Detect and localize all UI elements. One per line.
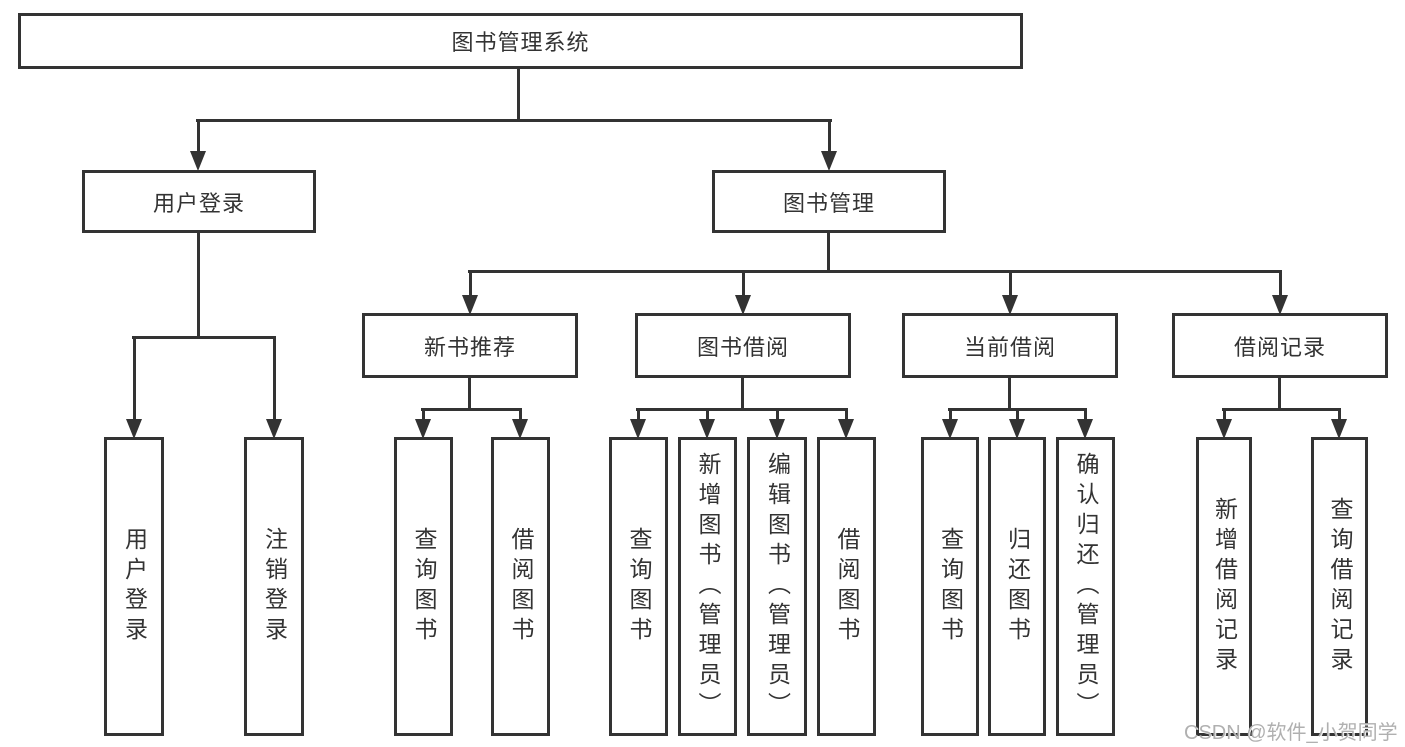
leaf-edit-books-admin-label: 编辑图书（管理员）: [764, 451, 791, 722]
node-user-login-label: 用户登录: [152, 190, 245, 216]
connector-arrow-book-management: [821, 119, 837, 171]
connector-arrow-query-borrow-record: [1331, 408, 1347, 439]
node-root-label: 图书管理系统: [451, 30, 590, 55]
node-current-borrowing: 当前借阅: [902, 313, 1118, 378]
connector-bus-user-login: [132, 336, 276, 339]
connector-arrow-query-books-current: [942, 408, 958, 439]
leaf-query-books-current-label: 查询图书: [937, 526, 964, 647]
connector-arrow-leaf-logout: [266, 336, 282, 439]
connector-bus-new-book-recommendation: [421, 408, 522, 411]
leaf-user-login: 用户登录: [104, 437, 164, 736]
leaf-query-books-borrowing: 查询图书: [609, 437, 668, 736]
connector-arrow-leaf-user-login: [126, 336, 142, 439]
leaf-query-books-current: 查询图书: [921, 437, 979, 736]
node-book-management-label: 图书管理: [782, 190, 875, 216]
connector-arrow-query-books-borrowing: [630, 408, 646, 439]
leaf-add-borrow-record-label: 新增借阅记录: [1211, 496, 1238, 677]
leaf-query-books-borrowing-label: 查询图书: [626, 526, 652, 647]
node-current-borrowing-label: 当前借阅: [963, 334, 1056, 360]
connector-bus-book-borrowing: [636, 408, 848, 411]
connector-stem-book-borrowing: [741, 378, 744, 408]
connector-arrow-new-book-recommendation: [462, 270, 478, 315]
leaf-query-borrow-record-label: 查询借阅记录: [1327, 496, 1353, 677]
leaf-borrow-books-borrowing-label: 借阅图书: [834, 526, 860, 647]
leaf-edit-books-admin: 编辑图书（管理员）: [747, 437, 807, 736]
node-book-borrowing-label: 图书借阅: [696, 334, 789, 360]
leaf-return-books-label: 归还图书: [1004, 526, 1031, 647]
connector-stem-root: [517, 69, 520, 119]
leaf-confirm-return-admin: 确认归还（管理员）: [1056, 437, 1115, 736]
leaf-query-books-recommend: 查询图书: [394, 437, 453, 736]
csdn-watermark: CSDN @软件_小贺同学: [1184, 722, 1398, 744]
node-root: 图书管理系统: [18, 13, 1023, 69]
connector-bus-book-management: [468, 270, 1282, 273]
connector-arrow-book-borrowing: [735, 270, 751, 315]
connector-arrow-borrow-books-borrowing: [838, 408, 854, 439]
connector-arrow-return-books: [1009, 408, 1025, 439]
connector-arrow-add-books-admin: [699, 408, 715, 439]
leaf-borrow-books-recommend-label: 借阅图书: [508, 526, 534, 647]
node-new-book-recommendation-label: 新书推荐: [423, 334, 516, 360]
connector-arrow-borrow-books-recommend: [512, 408, 528, 439]
leaf-add-books-admin: 新增图书（管理员）: [678, 437, 737, 736]
leaf-borrow-books-borrowing: 借阅图书: [817, 437, 876, 736]
node-book-management: 图书管理: [712, 170, 946, 233]
leaf-confirm-return-admin-label: 确认归还（管理员）: [1073, 451, 1099, 722]
connector-arrow-current-borrowing: [1002, 270, 1018, 315]
node-book-borrowing: 图书借阅: [635, 313, 851, 378]
leaf-return-books: 归还图书: [988, 437, 1046, 736]
node-user-login: 用户登录: [82, 170, 316, 233]
connector-stem-borrowing-records: [1278, 378, 1281, 408]
leaf-user-login-label: 用户登录: [121, 526, 148, 647]
leaf-add-borrow-record: 新增借阅记录: [1196, 437, 1252, 736]
connector-arrow-confirm-return-admin: [1077, 408, 1093, 439]
leaf-logout-label: 注销登录: [261, 526, 288, 647]
leaf-query-books-recommend-label: 查询图书: [411, 526, 437, 647]
leaf-query-borrow-record: 查询借阅记录: [1311, 437, 1368, 736]
connector-arrow-user-login: [190, 119, 206, 171]
node-borrowing-records: 借阅记录: [1172, 313, 1388, 378]
connector-stem-user-login: [197, 233, 200, 336]
connector-arrow-edit-books-admin: [769, 408, 785, 439]
leaf-logout: 注销登录: [244, 437, 304, 736]
connector-arrow-add-borrow-record: [1216, 408, 1232, 439]
connector-arrow-borrowing-records: [1272, 270, 1288, 315]
leaf-add-books-admin-label: 新增图书（管理员）: [695, 451, 721, 722]
connector-bus-root: [196, 119, 832, 122]
node-new-book-recommendation: 新书推荐: [362, 313, 578, 378]
connector-arrow-query-books-recommend: [415, 408, 431, 439]
leaf-borrow-books-recommend: 借阅图书: [491, 437, 550, 736]
connector-stem-new-book-recommendation: [468, 378, 471, 408]
connector-stem-book-management: [827, 233, 830, 270]
connector-stem-current-borrowing: [1008, 378, 1011, 408]
node-borrowing-records-label: 借阅记录: [1233, 334, 1326, 360]
connector-bus-borrowing-records: [1222, 408, 1341, 411]
